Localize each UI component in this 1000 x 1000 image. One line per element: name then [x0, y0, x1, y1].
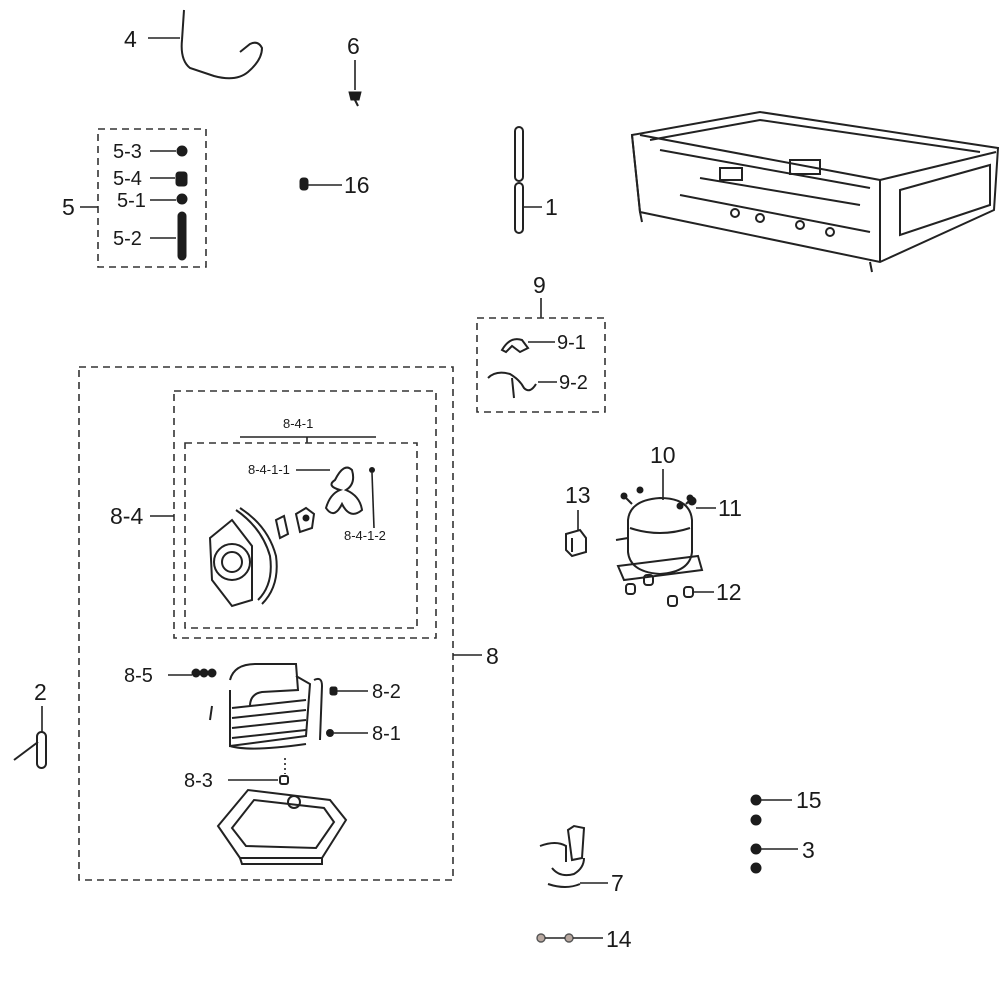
machine-compartment-assembly	[630, 110, 1000, 273]
label-5-4: 5-4	[113, 168, 142, 190]
label-6: 6	[347, 33, 360, 59]
group-8-box	[78, 366, 454, 881]
label-8-5: 8-5	[124, 665, 153, 687]
label-4: 4	[124, 26, 137, 52]
label-8-4: 8-4	[110, 503, 143, 529]
part-fan-shroud	[208, 507, 278, 608]
label-8-4-1-2: 8-4-1-2	[344, 528, 386, 543]
label-8-4-1: 8-4-1	[283, 416, 313, 431]
part-8-4-1-2-screw	[369, 467, 375, 529]
part-8-5-screws	[168, 668, 217, 678]
label-7: 7	[611, 870, 624, 896]
label-9-2: 9-2	[559, 372, 588, 394]
label-1: 1	[545, 194, 558, 220]
part-3	[750, 843, 798, 874]
part-15	[750, 794, 792, 826]
part-16	[299, 177, 342, 191]
part-8-3	[228, 758, 289, 785]
label-8: 8	[486, 643, 499, 669]
label-16: 16	[344, 172, 370, 198]
label-15: 15	[796, 787, 822, 813]
label-2: 2	[34, 679, 47, 705]
part-9-1	[500, 338, 555, 354]
group-8-4-1-box	[184, 442, 418, 629]
label-3: 3	[802, 837, 815, 863]
part-13-relay	[565, 528, 587, 558]
label-5-1: 5-1	[117, 190, 146, 212]
label-9-1: 9-1	[557, 332, 586, 354]
group-5-box	[97, 128, 207, 268]
part-5-4	[150, 171, 188, 187]
part-14	[536, 933, 603, 943]
label-8-2: 8-2	[372, 681, 401, 703]
part-5-2	[150, 211, 187, 261]
label-8-3: 8-3	[184, 770, 213, 792]
part-condenser	[209, 663, 324, 750]
label-14: 14	[606, 926, 632, 952]
group-8-4-box	[173, 390, 437, 639]
part-4-tube	[148, 9, 264, 80]
part-11-bolt	[687, 496, 716, 509]
part-12-grommets	[625, 574, 714, 607]
part-fan-motor	[274, 506, 316, 540]
part-5-1	[150, 193, 188, 205]
label-9: 9	[533, 272, 546, 298]
part-7-dryer-assembly	[539, 824, 608, 888]
label-13: 13	[565, 482, 591, 508]
part-6-screw	[348, 60, 362, 107]
label-8-4-1-1: 8-4-1-1	[248, 462, 290, 477]
label-10: 10	[650, 442, 676, 468]
label-11: 11	[718, 495, 742, 521]
label-5-3: 5-3	[113, 141, 142, 163]
part-8-4-1-1-fan-blade	[296, 466, 364, 515]
part-2-sensor	[13, 706, 47, 769]
label-5-2: 5-2	[113, 228, 142, 250]
part-5-3	[150, 145, 188, 157]
group-9-box	[476, 317, 606, 413]
part-drain-pan	[216, 788, 348, 865]
part-8-2	[329, 686, 368, 696]
part-8-1	[326, 729, 368, 737]
label-12: 12	[716, 579, 742, 605]
part-1-pipes	[514, 126, 542, 234]
part-9-2	[487, 371, 557, 399]
label-8-1: 8-1	[372, 723, 401, 745]
label-5: 5	[62, 194, 75, 220]
